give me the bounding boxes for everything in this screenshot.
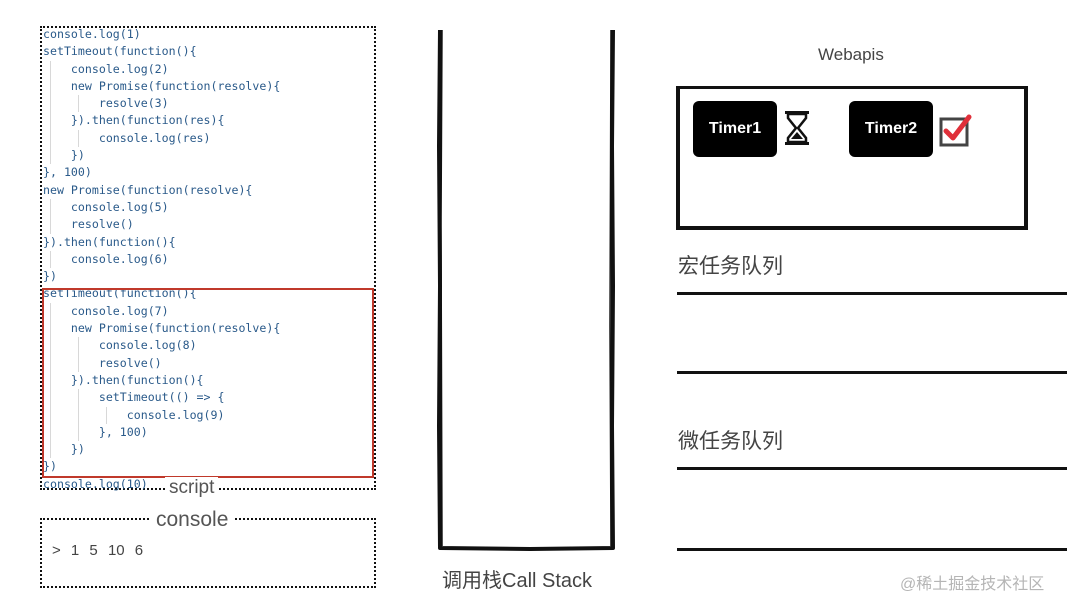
timer1-block: Timer1 (693, 101, 777, 157)
code-line: console.log(9) (43, 406, 373, 424)
call-stack-label: 调用栈Call Stack (442, 570, 593, 592)
watermark: @稀土掘金技术社区 (900, 576, 1045, 593)
micro-task-queue-label: 微任务队列 (678, 430, 783, 453)
timer2-block: Timer2 (849, 101, 933, 157)
code-line: console.log(2) (43, 60, 373, 78)
code-line: }) (43, 147, 373, 165)
micro-queue-top-line (677, 467, 1067, 470)
code-line: console.log(res) (43, 129, 373, 148)
timer1-label: Timer1 (708, 120, 762, 137)
code-line: setTimeout(() => { (43, 389, 373, 407)
code-line: }) (43, 269, 57, 284)
console-output: > 1 5 10 6 (52, 542, 144, 559)
code-line: console.log(10) (43, 476, 148, 491)
highlighted-settimeout-block (42, 288, 374, 478)
console-label: console (150, 508, 235, 532)
hourglass-icon (785, 111, 809, 145)
code-line: console.log(1) (43, 27, 141, 41)
code-line: new Promise(function(resolve){ (43, 320, 373, 338)
macro-queue-bottom-line (677, 371, 1067, 374)
code-line: }) (43, 441, 373, 459)
code-line: new Promise(function(resolve){ (43, 182, 253, 197)
checked-box-icon (939, 114, 972, 147)
code-line: resolve(3) (43, 95, 373, 113)
webapis-container (676, 86, 1028, 230)
code-line: resolve() (43, 216, 373, 234)
code-line: }) (43, 459, 57, 474)
code-line: setTimeout(function(){ (43, 44, 197, 59)
macro-task-queue-label: 宏任务队列 (678, 255, 783, 278)
call-stack-container (437, 29, 615, 551)
macro-queue-top-line (677, 292, 1067, 295)
code-line: console.log(8) (43, 337, 373, 355)
code-line: resolve() (43, 354, 373, 372)
micro-queue-bottom-line (677, 548, 1067, 551)
webapis-title: Webapis (818, 45, 884, 64)
code-line: console.log(7) (43, 302, 373, 321)
code-line: }, 100) (43, 165, 92, 180)
script-label: script (165, 477, 219, 499)
code-line: }, 100) (43, 423, 373, 442)
code-line: console.log(6) (43, 250, 373, 269)
code-line: }).then(function(){ (43, 234, 176, 249)
code-line: }).then(function(res){ (43, 112, 373, 130)
code-line: console.log(5) (43, 198, 373, 217)
code-line: new Promise(function(resolve){ (43, 77, 373, 96)
code-line: }).then(function(){ (43, 371, 373, 390)
timer2-label: Timer2 (864, 120, 918, 137)
code-listing: console.log(1) setTimeout(function(){ con… (43, 26, 373, 493)
